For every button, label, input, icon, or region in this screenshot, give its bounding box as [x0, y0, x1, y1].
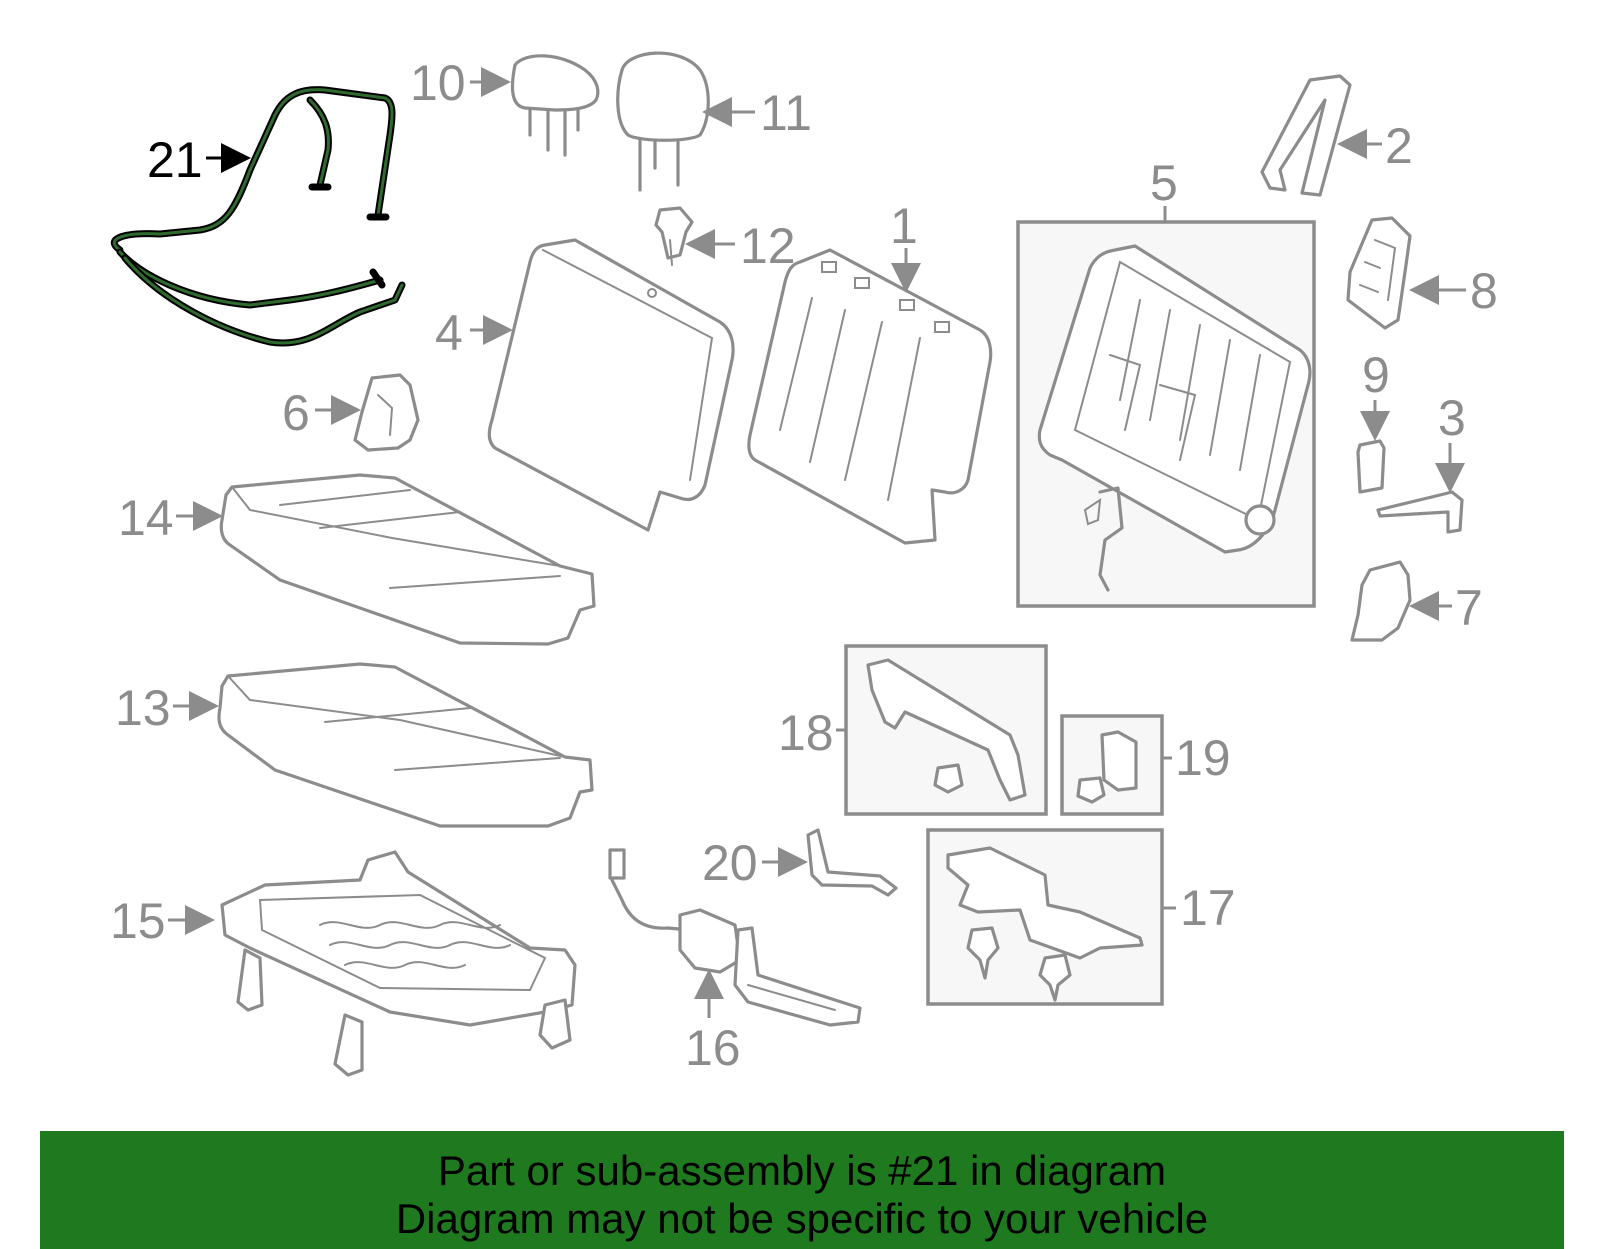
part-6-cover[interactable] [353, 373, 420, 452]
part-15-seat-frame[interactable] [220, 850, 577, 1077]
part-9-clip[interactable] [1356, 439, 1386, 494]
callout-15: 15 [110, 893, 166, 949]
part-8-bracket[interactable] [1346, 216, 1412, 330]
callout-1: 1 [890, 198, 918, 254]
banner-line-1: Part or sub-assembly is #21 in diagram [437, 1147, 1167, 1194]
callout-3: 3 [1438, 390, 1466, 446]
part-2-strip[interactable] [1260, 74, 1352, 197]
callout-4: 4 [435, 305, 463, 361]
info-banner: Part or sub-assembly is #21 in diagram D… [40, 1131, 1564, 1249]
callout-12: 12 [740, 218, 796, 274]
part-17-panel[interactable] [946, 846, 1144, 1002]
part-1-seatback-pad[interactable] [747, 248, 993, 545]
part-11-headrest[interactable] [616, 51, 710, 192]
callout-10: 10 [410, 55, 466, 111]
banner-line-2: Diagram may not be specific to your vehi… [395, 1195, 1209, 1242]
part-4-seatback-cushion[interactable] [487, 238, 735, 532]
part-12-clip[interactable] [654, 206, 694, 266]
callout-2: 2 [1385, 118, 1413, 174]
callout-8: 8 [1470, 263, 1498, 319]
callout-18: 18 [778, 705, 834, 761]
part-21-cable[interactable] [110, 86, 406, 347]
part-19-clip-set[interactable] [1076, 730, 1138, 804]
callout-13: 13 [115, 680, 171, 736]
callout-21: 21 [147, 132, 203, 188]
callout-14: 14 [118, 490, 174, 546]
callout-19: 19 [1175, 730, 1231, 786]
callout-16: 16 [685, 1020, 741, 1076]
callout-11: 11 [760, 85, 812, 141]
callout-7: 7 [1455, 580, 1483, 636]
part-20-bracket[interactable] [806, 828, 898, 897]
part-10-headrest[interactable] [510, 54, 600, 157]
callout-17: 17 [1180, 880, 1236, 936]
callout-20: 20 [702, 835, 758, 891]
callout-9: 9 [1362, 347, 1390, 403]
callout-5: 5 [1150, 155, 1178, 211]
part-3-rod[interactable] [1376, 490, 1464, 534]
part-7-cover[interactable] [1350, 560, 1412, 642]
part-18-trim[interactable] [866, 658, 1027, 802]
part-16-bracket[interactable] [608, 848, 862, 1027]
part-13-cushion-pad[interactable] [217, 662, 594, 828]
part-5-seatback-frame[interactable] [1037, 244, 1312, 592]
part-14-cushion-cover[interactable] [219, 473, 596, 646]
callout-6: 6 [282, 385, 310, 441]
